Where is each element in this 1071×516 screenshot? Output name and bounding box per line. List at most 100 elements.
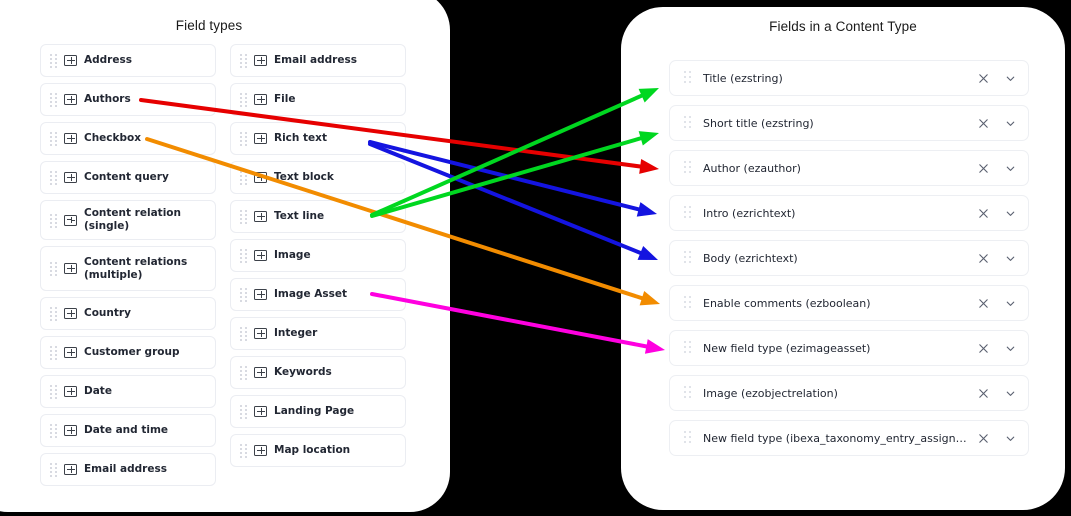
drag-handle-icon[interactable]: [240, 288, 247, 302]
field-type-label: Country: [84, 307, 131, 320]
field-type-item[interactable]: Map location: [230, 434, 406, 467]
close-icon[interactable]: [977, 207, 990, 220]
field-type-item[interactable]: Authors: [40, 83, 216, 116]
content-type-field-label: New field type (ezimageasset): [703, 341, 871, 355]
field-type-item[interactable]: Content relation (single): [40, 200, 216, 241]
drag-handle-icon[interactable]: [50, 424, 57, 439]
field-type-item[interactable]: Country: [40, 297, 216, 331]
drag-handle-icon[interactable]: [50, 346, 57, 361]
content-type-field-item[interactable]: New field type (ibexa_taxonomy_entry_ass…: [669, 420, 1029, 456]
field-type-item[interactable]: Text block: [230, 161, 406, 194]
field-type-icon: [64, 133, 77, 144]
drag-handle-icon[interactable]: [684, 71, 692, 85]
field-type-icon: [254, 211, 267, 222]
close-icon[interactable]: [977, 252, 990, 265]
drag-handle-icon[interactable]: [50, 385, 57, 400]
close-icon[interactable]: [977, 72, 990, 85]
field-type-label: Keywords: [274, 365, 332, 378]
content-type-field-item[interactable]: Enable comments (ezboolean): [669, 285, 1029, 321]
content-type-field-item[interactable]: Author (ezauthor): [669, 150, 1029, 186]
chevron-down-icon[interactable]: [1004, 387, 1017, 400]
field-type-icon: [64, 172, 77, 183]
chevron-down-icon[interactable]: [1004, 207, 1017, 220]
drag-handle-icon[interactable]: [684, 206, 692, 220]
chevron-down-icon[interactable]: [1004, 252, 1017, 265]
field-type-item[interactable]: Date: [40, 375, 216, 409]
field-type-icon: [254, 250, 267, 261]
drag-handle-icon[interactable]: [240, 210, 247, 224]
drag-handle-icon[interactable]: [684, 386, 692, 400]
drag-handle-icon[interactable]: [684, 296, 692, 310]
content-type-field-actions: [977, 297, 1017, 310]
content-type-field-item[interactable]: Body (ezrichtext): [669, 240, 1029, 276]
field-type-item[interactable]: Image: [230, 239, 406, 272]
drag-handle-icon[interactable]: [240, 93, 247, 107]
drag-handle-icon[interactable]: [684, 116, 692, 130]
drag-handle-icon[interactable]: [240, 444, 247, 458]
field-type-item[interactable]: Content relations(multiple): [40, 246, 216, 292]
field-type-item[interactable]: Address: [40, 44, 216, 77]
field-type-item[interactable]: Keywords: [230, 356, 406, 389]
close-icon[interactable]: [977, 432, 990, 445]
drag-handle-icon[interactable]: [240, 366, 247, 380]
drag-handle-icon[interactable]: [684, 341, 692, 355]
field-type-label: Content relation (single): [84, 207, 181, 233]
drag-handle-icon[interactable]: [50, 262, 57, 277]
field-type-item[interactable]: Checkbox: [40, 122, 216, 155]
field-type-item[interactable]: Customer group: [40, 336, 216, 370]
drag-handle-icon[interactable]: [50, 307, 57, 322]
content-type-field-actions: [977, 342, 1017, 355]
field-type-item[interactable]: Content query: [40, 161, 216, 194]
chevron-down-icon[interactable]: [1004, 117, 1017, 130]
chevron-down-icon[interactable]: [1004, 162, 1017, 175]
field-type-label: Rich text: [274, 131, 327, 144]
drag-handle-icon[interactable]: [50, 93, 57, 107]
drag-handle-icon[interactable]: [240, 54, 247, 68]
close-icon[interactable]: [977, 162, 990, 175]
content-type-fields-list: Title (ezstring) Short title (ezstring) Au…: [669, 60, 1029, 456]
field-type-item[interactable]: Rich text: [230, 122, 406, 155]
field-type-item[interactable]: Text line: [230, 200, 406, 233]
drag-handle-icon[interactable]: [684, 251, 692, 265]
field-type-item[interactable]: Email address: [40, 453, 216, 487]
drag-handle-icon[interactable]: [50, 463, 57, 478]
field-type-item[interactable]: Integer: [230, 317, 406, 350]
drag-handle-icon[interactable]: [240, 327, 247, 341]
chevron-down-icon[interactable]: [1004, 297, 1017, 310]
field-type-icon: [254, 328, 267, 339]
field-type-icon: [254, 367, 267, 378]
field-type-icon: [64, 464, 77, 476]
field-type-item[interactable]: Landing Page: [230, 395, 406, 428]
content-type-field-item[interactable]: New field type (ezimageasset): [669, 330, 1029, 366]
field-type-item[interactable]: Email address: [230, 44, 406, 77]
drag-handle-icon[interactable]: [684, 161, 692, 175]
drag-handle-icon[interactable]: [50, 54, 57, 68]
close-icon[interactable]: [977, 297, 990, 310]
content-type-field-label: Intro (ezrichtext): [703, 206, 796, 220]
close-icon[interactable]: [977, 342, 990, 355]
drag-handle-icon[interactable]: [50, 132, 57, 146]
chevron-down-icon[interactable]: [1004, 432, 1017, 445]
chevron-down-icon[interactable]: [1004, 72, 1017, 85]
drag-handle-icon[interactable]: [240, 171, 247, 185]
field-type-item[interactable]: Image Asset: [230, 278, 406, 311]
close-icon[interactable]: [977, 387, 990, 400]
drag-handle-icon[interactable]: [684, 431, 692, 445]
field-type-item[interactable]: Date and time: [40, 414, 216, 448]
drag-handle-icon[interactable]: [240, 249, 247, 263]
drag-handle-icon[interactable]: [240, 132, 247, 146]
drag-handle-icon[interactable]: [50, 213, 57, 228]
field-type-item[interactable]: File: [230, 83, 406, 116]
content-type-field-actions: [977, 207, 1017, 220]
content-type-field-item[interactable]: Title (ezstring): [669, 60, 1029, 96]
content-type-field-item[interactable]: Intro (ezrichtext): [669, 195, 1029, 231]
drag-handle-icon[interactable]: [50, 171, 57, 185]
content-type-field-item[interactable]: Short title (ezstring): [669, 105, 1029, 141]
content-type-field-item[interactable]: Image (ezobjectrelation): [669, 375, 1029, 411]
chevron-down-icon[interactable]: [1004, 342, 1017, 355]
drag-handle-icon[interactable]: [240, 405, 247, 419]
field-type-icon: [254, 94, 267, 105]
close-icon[interactable]: [977, 117, 990, 130]
